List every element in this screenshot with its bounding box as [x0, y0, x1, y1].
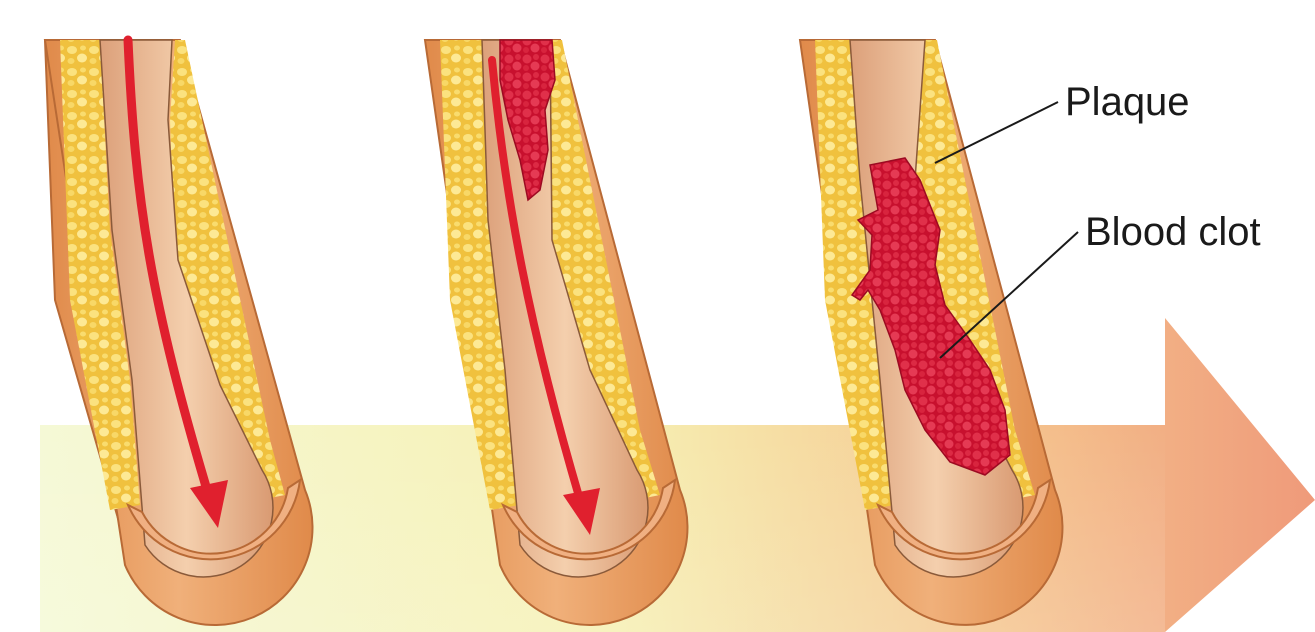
blood-clot-label: Blood clot	[1085, 210, 1261, 254]
plaque-label: Plaque	[1065, 80, 1190, 124]
